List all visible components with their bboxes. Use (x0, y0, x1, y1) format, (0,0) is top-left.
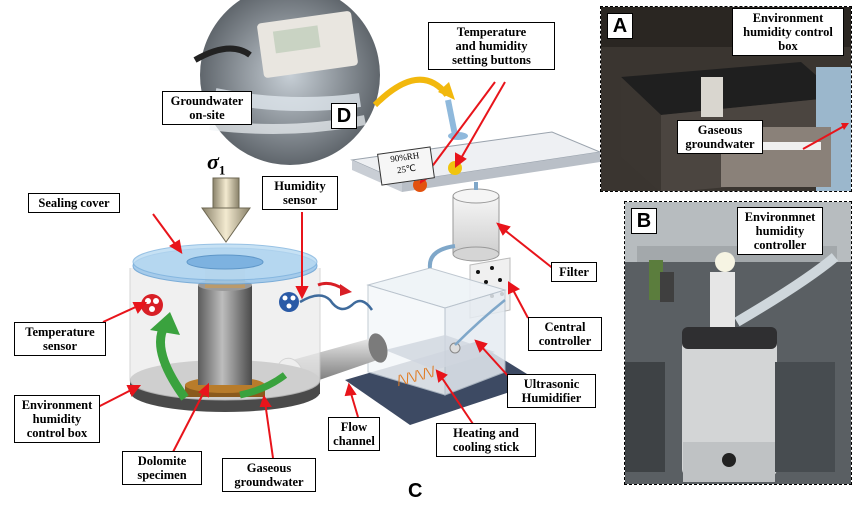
load-arrow (201, 177, 251, 243)
panel-d-letter: D (331, 103, 357, 129)
gaseous-groundwater-label: Gaseous groundwater (222, 458, 316, 492)
sensor-wire (299, 294, 374, 311)
central-controller-label: Central controller (528, 317, 602, 351)
groundwater-photo (193, 0, 380, 165)
filter (452, 182, 500, 262)
panel-b-label: Environmnet humidity controller (737, 207, 823, 255)
pointer-arrows (95, 81, 556, 459)
yellow-arrow (372, 76, 450, 108)
filter-label: Filter (551, 262, 597, 282)
humidity-sensor-icon (279, 292, 299, 312)
environment-box-label: Environment humidity control box (14, 395, 100, 443)
flow-channel-label: Flow channel (328, 417, 380, 451)
panel-b: B Environmnet humidity controller (624, 201, 852, 485)
dolomite-specimen-label: Dolomite specimen (122, 451, 202, 485)
sigma-symbol: σ (207, 149, 219, 174)
panel-a: A Environment humidity control box Gaseo… (600, 6, 852, 192)
panel-a-gas-label: Gaseous groundwater (677, 120, 763, 154)
groundwater-onsite-label: Groundwater on-site (162, 91, 252, 125)
sigma-subscript: 1 (218, 162, 226, 178)
panel-a-letter: A (607, 13, 633, 39)
heating-cooling-label: Heating and cooling stick (436, 423, 536, 457)
ultrasonic-humidifier: /\/\/\/\/ (366, 267, 507, 396)
panel-b-letter: B (631, 208, 657, 234)
humidity-sensor-label: Humidity sensor (262, 176, 338, 210)
panel-a-label: Environment humidity control box (732, 8, 844, 56)
setting-buttons-label: Temperature and humidity setting buttons (428, 22, 555, 70)
panel-c-letter: C (408, 480, 423, 502)
ultrasonic-humidifier-label: Ultrasonic Humidifier (507, 374, 596, 408)
temperature-sensor-label: Temperature sensor (14, 322, 106, 356)
sigma-label: σ1 (207, 150, 225, 182)
sealing-cover-label: Sealing cover (28, 193, 120, 213)
